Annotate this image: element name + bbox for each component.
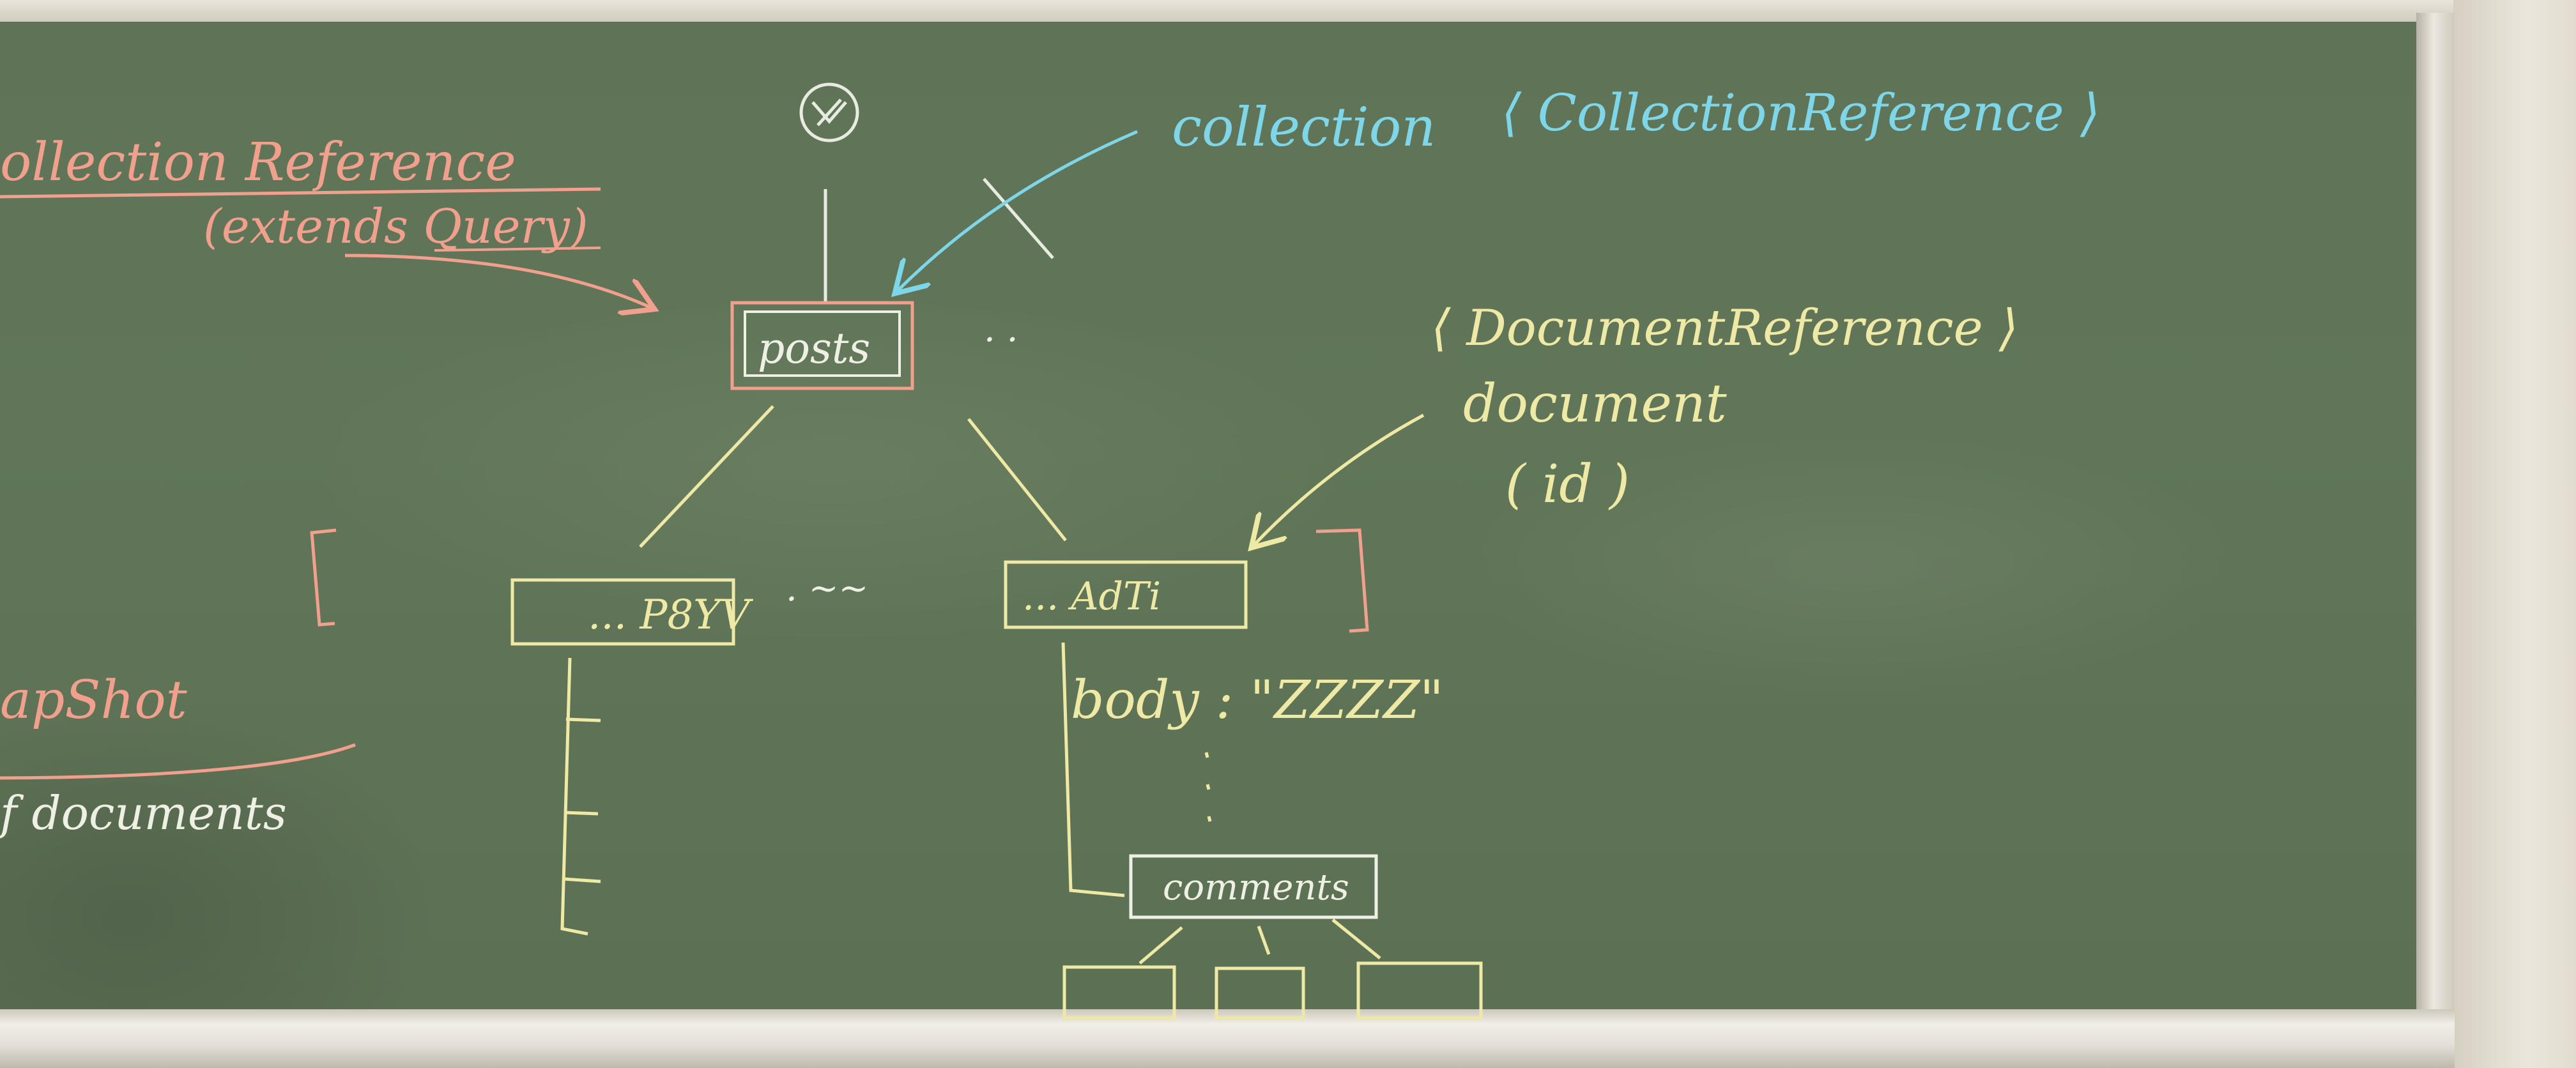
right-doc-field-line <box>1061 642 1125 897</box>
between-docs-label: . ~~ <box>786 568 868 609</box>
collection-reference-label: ollection Reference <box>0 132 516 193</box>
right-doc-box <box>1004 560 1248 629</box>
posts-label: posts <box>758 324 870 373</box>
posts-outer-box <box>730 301 914 390</box>
chalkboard <box>0 22 2421 1018</box>
left-doc-box <box>510 578 735 646</box>
extends-query-label: (extends Query) <box>203 199 588 254</box>
comments-label: comments <box>1163 867 1349 908</box>
document-type-label: ⟨ DocumentReference ⟩ <box>1431 300 2018 357</box>
cyan-arrow <box>897 130 1138 291</box>
left-doc-label: ... P8YV <box>588 591 753 639</box>
comments-box <box>1129 854 1378 919</box>
snapshot-label: apShot <box>0 670 188 731</box>
posts-to-right-doc-line <box>967 418 1067 542</box>
left-doc-fields <box>560 657 601 936</box>
posts-ellipsis: . . <box>984 309 1018 350</box>
wall <box>2453 0 2576 1068</box>
posts-inner-box <box>744 310 901 377</box>
body-ellipsis-dots <box>1204 752 1212 822</box>
snapshot-underline <box>0 743 356 780</box>
collection-type-label: ⟨ CollectionReference ⟩ <box>1501 83 2100 142</box>
id-label: ( id ) <box>1505 454 1630 515</box>
document-label: document <box>1463 374 1728 434</box>
comment-children <box>1062 919 1483 1020</box>
collection-label: collection <box>1172 96 1436 158</box>
body-field-label: body : "ZZZZ" <box>1071 670 1444 731</box>
board-frame-right <box>2416 13 2455 1041</box>
collection-reference-underline <box>0 187 601 199</box>
pink-arrow <box>344 254 652 308</box>
right-bracket <box>1315 528 1369 633</box>
extends-query-underline <box>434 247 601 252</box>
documents-label: f documents <box>0 786 287 840</box>
yellow-arrow <box>1254 413 1425 545</box>
left-bracket <box>310 528 337 627</box>
root-icon <box>799 82 859 142</box>
posts-to-left-doc-line <box>639 405 774 548</box>
board-frame-top <box>0 0 2466 23</box>
root-other-line <box>983 178 1054 259</box>
right-doc-label: ... AdTi <box>1022 574 1161 619</box>
